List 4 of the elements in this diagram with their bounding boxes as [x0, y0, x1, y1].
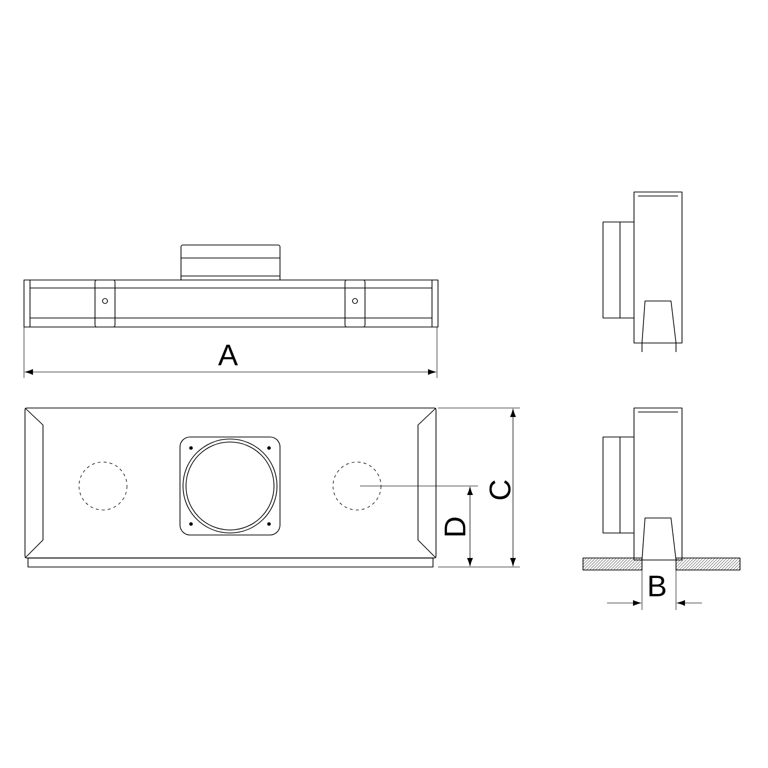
dimension-label: D [444, 518, 466, 536]
dimension-label: A [218, 344, 238, 366]
dimension-label: C [489, 480, 511, 500]
dimension-label: B [650, 576, 666, 596]
